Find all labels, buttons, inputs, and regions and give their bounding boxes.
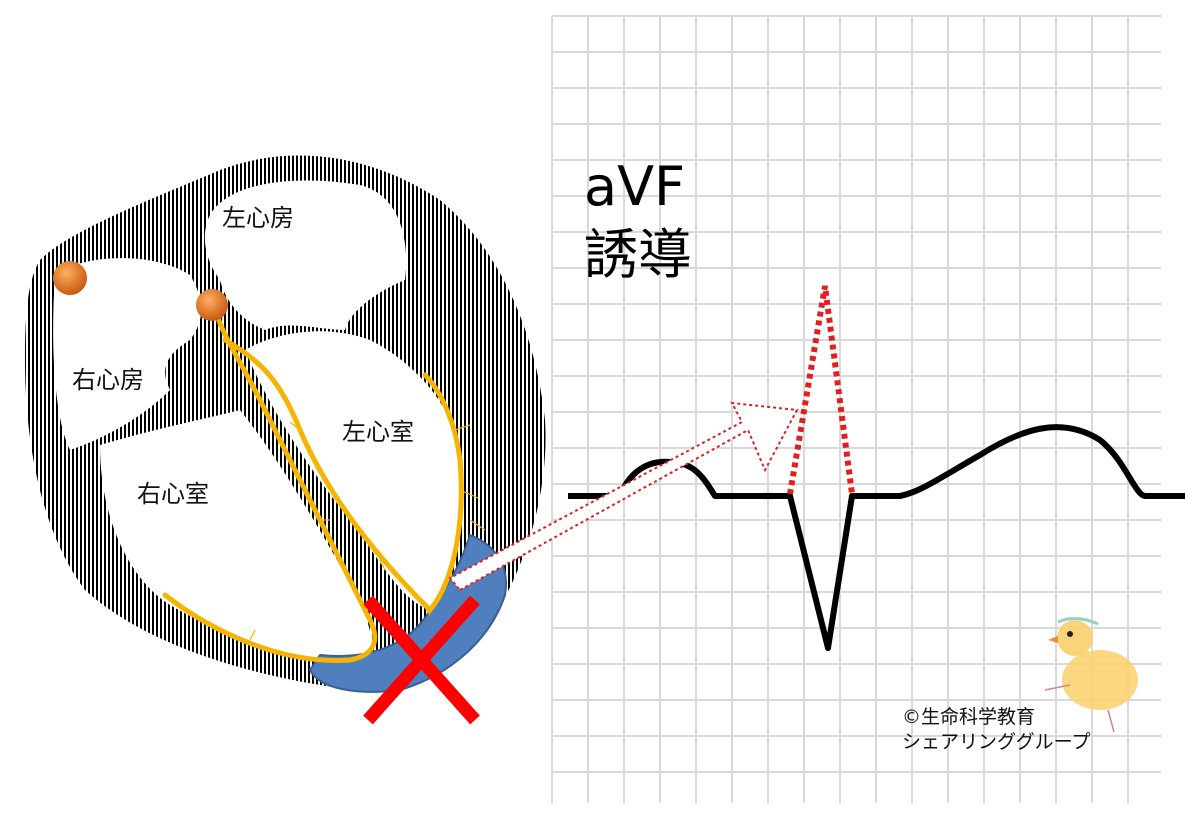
label-left-atrium: 左心房 bbox=[222, 204, 294, 232]
chick-mascot-icon bbox=[1044, 617, 1138, 733]
lead-suffix: 誘導 bbox=[584, 223, 692, 286]
label-right-atrium: 右心房 bbox=[72, 366, 144, 394]
sinus-node-icon bbox=[53, 261, 87, 295]
av-node-icon bbox=[196, 289, 228, 321]
conduction-system bbox=[162, 307, 464, 663]
label-right-ventricle: 右心室 bbox=[137, 480, 209, 508]
ecg-grid bbox=[551, 15, 1161, 803]
heart-diagram bbox=[25, 155, 546, 725]
label-left-ventricle: 左心室 bbox=[342, 418, 414, 446]
projection-arrow bbox=[448, 401, 799, 592]
lead-name: aVF bbox=[584, 155, 686, 218]
left-atrium-cavity bbox=[204, 180, 407, 330]
credit-line-1: ©生命科学教育 bbox=[902, 706, 1036, 728]
right-atrium-cavity bbox=[53, 258, 202, 450]
reciprocal-r-wave bbox=[787, 285, 855, 495]
credit-line-2: シェアリンググループ bbox=[902, 731, 1091, 753]
left-ventricle-cavity bbox=[245, 331, 461, 610]
infarct-cross-icon bbox=[363, 595, 480, 725]
